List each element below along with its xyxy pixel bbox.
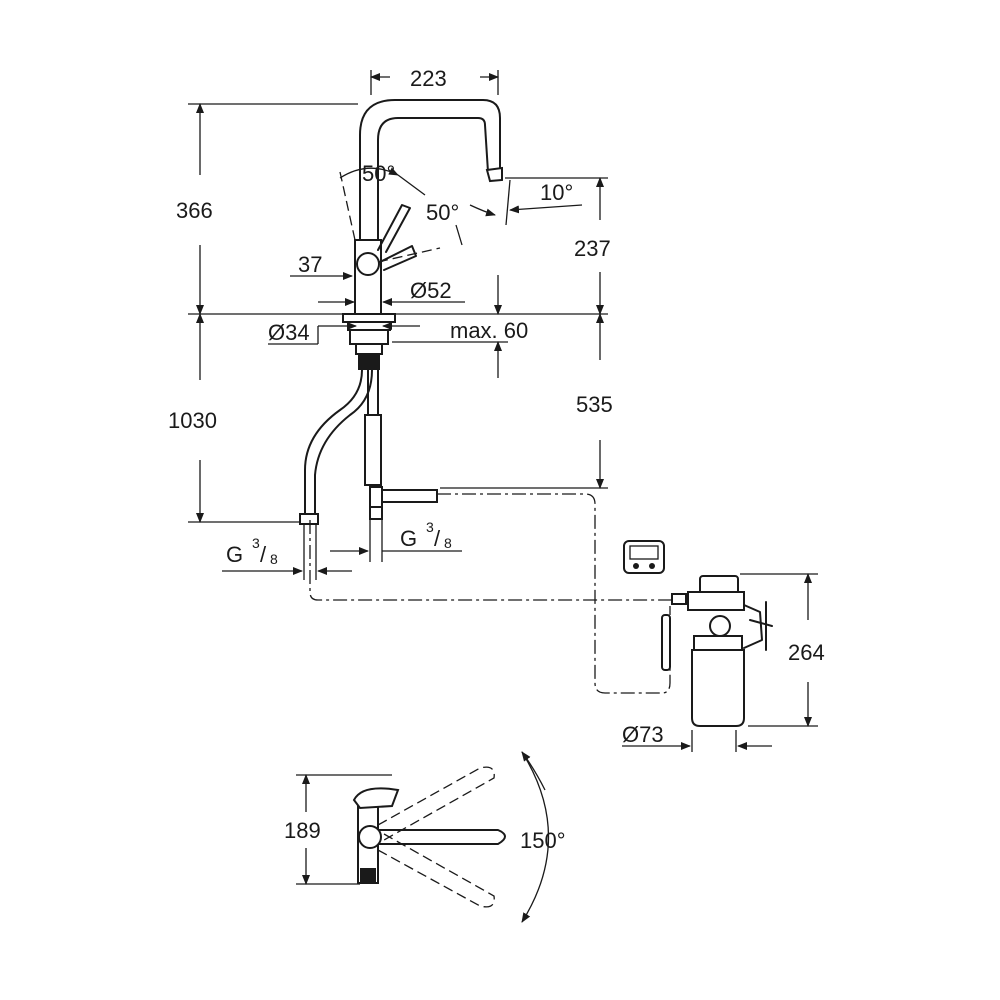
connection-left-slash: / — [260, 542, 267, 567]
filter-unit — [622, 573, 818, 752]
label-connection-right: G 3 / 8 — [400, 519, 452, 551]
filter-display-icon — [623, 540, 665, 574]
label-shank-diameter: Ø34 — [268, 320, 310, 345]
label-max-thickness: max. 60 — [450, 318, 528, 343]
label-hose-length: 1030 — [168, 408, 217, 433]
label-spout-tilt: 10° — [540, 180, 573, 205]
dimension-lines — [188, 70, 608, 580]
label-filter-height: 264 — [788, 640, 825, 665]
label-swivel-angle: 150° — [520, 828, 566, 853]
label-handle-angle-side: 50° — [426, 200, 459, 225]
connection-right-base: G — [400, 526, 417, 551]
faucet-side-view — [299, 99, 503, 525]
label-handle-offset: 37 — [298, 252, 322, 277]
piping-to-filter — [309, 493, 672, 694]
connection-right-num: 3 — [426, 519, 434, 535]
label-under-sink-height: 535 — [576, 392, 613, 417]
connection-right-den: 8 — [444, 535, 452, 551]
connection-left-den: 8 — [270, 551, 278, 567]
connection-left-base: G — [226, 542, 243, 567]
label-spout-reach: 223 — [410, 66, 447, 91]
faucet-top-view — [296, 751, 550, 923]
label-handle-angle-top: 50° — [362, 161, 395, 186]
label-spout-height: 237 — [574, 236, 611, 261]
label-total-height: 366 — [176, 198, 213, 223]
label-body-diameter: Ø52 — [410, 278, 452, 303]
label-connection-left: G 3 / 8 — [226, 535, 278, 567]
dimension-labels: 223 366 50° 50° 10° 237 37 Ø52 Ø34 max. … — [168, 66, 825, 853]
label-filter-diameter: Ø73 — [622, 722, 664, 747]
connection-left-num: 3 — [252, 535, 260, 551]
label-top-view-depth: 189 — [284, 818, 321, 843]
connection-right-slash: / — [434, 526, 441, 551]
